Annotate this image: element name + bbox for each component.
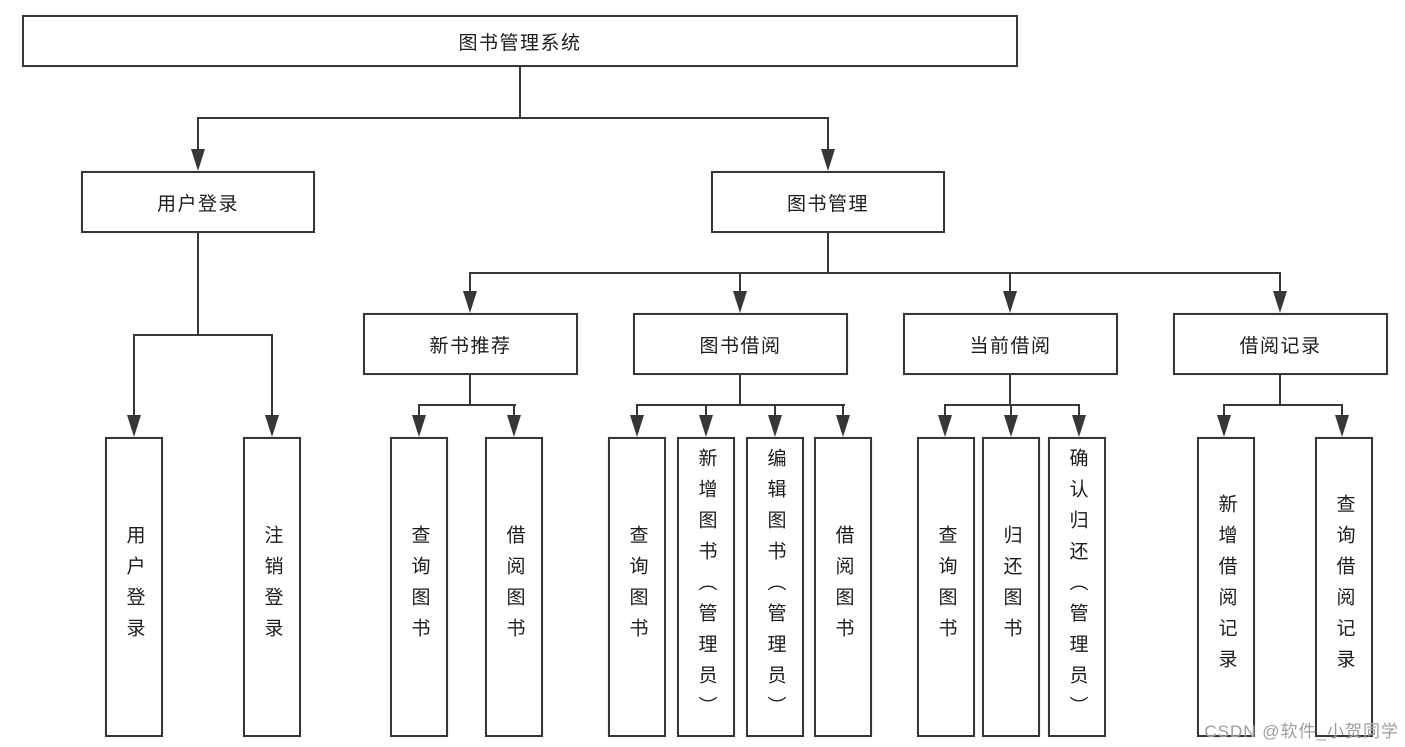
connector-borrow-hbar: [636, 404, 845, 406]
connector-root-stem: [519, 67, 521, 118]
node-book-borrow-label: 图书借阅: [699, 335, 782, 357]
arrow-down-icon: [821, 149, 835, 171]
node-new-book-recommend: 新书推荐: [363, 313, 578, 375]
connector-arrow-stem: [827, 118, 829, 149]
node-book-borrow: 图书借阅: [633, 313, 848, 375]
leaf-borrow-query-books-label: 查询图书: [626, 525, 648, 649]
leaf-recommend-borrow-books-label: 借阅图书: [503, 525, 525, 649]
node-current-borrow: 当前借阅: [903, 313, 1118, 375]
connector-login-hbar: [133, 334, 273, 336]
arrow-down-icon: [699, 415, 713, 437]
leaf-current-query-books-label: 查询图书: [935, 525, 957, 649]
connector-arrow-stem: [1223, 405, 1225, 415]
connector-records-hbar: [1223, 404, 1343, 406]
leaf-add-books-admin-label: 新增图书（管理员）: [695, 447, 717, 727]
node-book-management: 图书管理: [711, 171, 945, 233]
leaf-confirm-return-admin: 确认归还（管理员）: [1048, 437, 1106, 737]
arrow-down-icon: [836, 415, 850, 437]
connector-arrow-stem: [271, 335, 273, 415]
leaf-borrow-books-label: 借阅图书: [832, 525, 854, 649]
leaf-current-query-books: 查询图书: [917, 437, 975, 737]
arrow-down-icon: [507, 415, 521, 437]
node-user-login: 用户登录: [81, 171, 315, 233]
connector-arrow-stem: [739, 273, 741, 291]
leaf-query-borrow-record-label: 查询借阅记录: [1333, 494, 1355, 680]
connector-arrow-stem: [1078, 405, 1080, 415]
connector-recommend-hbar: [418, 404, 516, 406]
connector-current-stem: [1009, 375, 1011, 405]
arrow-down-icon: [265, 415, 279, 437]
connector-arrow-stem: [705, 405, 707, 415]
arrow-down-icon: [630, 415, 644, 437]
connector-arrow-stem: [1010, 405, 1012, 415]
connector-records-stem: [1279, 375, 1281, 405]
node-borrow-records: 借阅记录: [1173, 313, 1388, 375]
leaf-logout: 注销登录: [243, 437, 301, 737]
connector-arrow-stem: [842, 405, 844, 415]
node-user-login-label: 用户登录: [156, 193, 239, 215]
leaf-add-borrow-record-label: 新增借阅记录: [1215, 494, 1237, 680]
arrow-down-icon: [1335, 415, 1349, 437]
leaf-add-books-admin: 新增图书（管理员）: [677, 437, 735, 737]
node-current-borrow-label: 当前借阅: [969, 335, 1052, 357]
node-new-book-recommend-label: 新书推荐: [429, 335, 512, 357]
connector-arrow-stem: [513, 405, 515, 415]
connector-arrow-stem: [774, 405, 776, 415]
node-root: 图书管理系统: [22, 15, 1018, 67]
arrow-down-icon: [1072, 415, 1086, 437]
connector-arrow-stem: [1341, 405, 1343, 415]
connector-arrow-stem: [469, 273, 471, 291]
connector-root-hbar: [197, 117, 829, 119]
leaf-return-books: 归还图书: [982, 437, 1040, 737]
arrow-down-icon: [733, 291, 747, 313]
node-root-label: 图书管理系统: [458, 32, 582, 54]
leaf-logout-label: 注销登录: [261, 525, 283, 649]
csdn-watermark: CSDN @软件_小贺同学: [1204, 722, 1399, 741]
leaf-borrow-query-books: 查询图书: [608, 437, 666, 737]
leaf-user-login-label: 用户登录: [123, 525, 145, 649]
connector-arrow-stem: [197, 118, 199, 149]
leaf-confirm-return-admin-label: 确认归还（管理员）: [1066, 447, 1088, 727]
arrow-down-icon: [412, 415, 426, 437]
leaf-add-borrow-record: 新增借阅记录: [1197, 437, 1255, 737]
arrow-down-icon: [938, 415, 952, 437]
leaf-borrow-books: 借阅图书: [814, 437, 872, 737]
arrow-down-icon: [1003, 291, 1017, 313]
connector-arrow-stem: [418, 405, 420, 415]
leaf-return-books-label: 归还图书: [1000, 525, 1022, 649]
arrow-down-icon: [1217, 415, 1231, 437]
connector-mgmt-hbar: [469, 272, 1281, 274]
node-borrow-records-label: 借阅记录: [1239, 335, 1322, 357]
arrow-down-icon: [127, 415, 141, 437]
leaf-recommend-query-books: 查询图书: [390, 437, 448, 737]
leaf-recommend-query-books-label: 查询图书: [408, 525, 430, 649]
leaf-user-login: 用户登录: [105, 437, 163, 737]
connector-arrow-stem: [1009, 273, 1011, 291]
leaf-recommend-borrow-books: 借阅图书: [485, 437, 543, 737]
arrow-down-icon: [1004, 415, 1018, 437]
connector-arrow-stem: [1279, 273, 1281, 291]
arrow-down-icon: [191, 149, 205, 171]
node-book-management-label: 图书管理: [786, 193, 869, 215]
leaf-edit-books-admin-label: 编辑图书（管理员）: [764, 447, 786, 727]
leaf-query-borrow-record: 查询借阅记录: [1315, 437, 1373, 737]
arrow-down-icon: [1273, 291, 1287, 313]
connector-arrow-stem: [133, 335, 135, 415]
connector-mgmt-stem: [827, 233, 829, 273]
arrow-down-icon: [463, 291, 477, 313]
connector-current-hbar: [944, 404, 1080, 406]
leaf-edit-books-admin: 编辑图书（管理员）: [746, 437, 804, 737]
connector-arrow-stem: [636, 405, 638, 415]
connector-arrow-stem: [944, 405, 946, 415]
connector-borrow-stem: [739, 375, 741, 405]
connector-login-stem: [197, 233, 199, 335]
arrow-down-icon: [768, 415, 782, 437]
connector-recommend-stem: [469, 375, 471, 405]
